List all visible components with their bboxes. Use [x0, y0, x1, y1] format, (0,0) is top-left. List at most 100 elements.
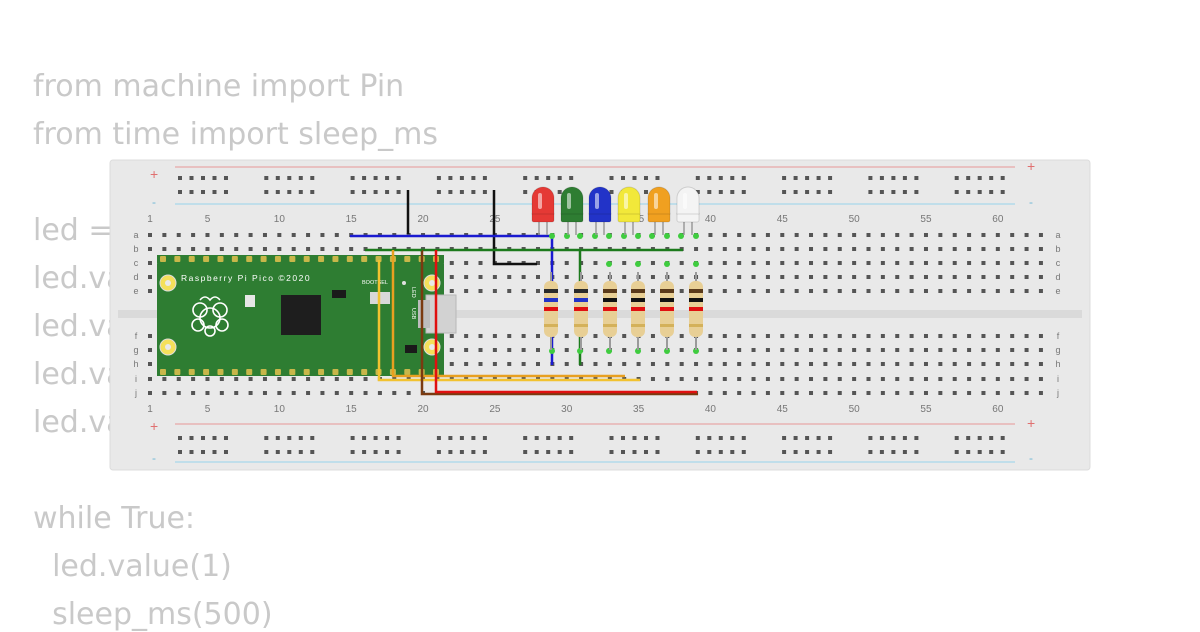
hole — [406, 391, 411, 395]
hole — [234, 391, 239, 395]
hole — [852, 261, 857, 265]
hole — [967, 362, 972, 366]
rail-hole — [459, 176, 464, 180]
hole — [593, 348, 598, 352]
row-label: h — [1055, 359, 1060, 369]
rail-hole — [178, 190, 182, 194]
hole — [837, 261, 842, 265]
hole — [277, 233, 282, 237]
hole — [967, 233, 972, 237]
hole — [981, 289, 986, 293]
rail-hole — [741, 176, 746, 180]
rail-hole — [805, 436, 810, 440]
hole — [191, 233, 196, 237]
row-label: e — [133, 286, 138, 296]
hole — [995, 377, 1000, 381]
rail-hole — [287, 436, 292, 440]
hole — [895, 261, 900, 265]
rail-hole — [200, 436, 205, 440]
hole — [952, 233, 957, 237]
row-label: j — [1056, 388, 1059, 398]
hole — [306, 391, 311, 395]
hole — [765, 247, 770, 251]
hole — [995, 289, 1000, 293]
hole — [464, 348, 469, 352]
header-pin — [188, 256, 195, 262]
center-channel — [118, 310, 1082, 318]
hole — [895, 289, 900, 293]
hole — [823, 275, 828, 279]
rail-hole — [482, 436, 487, 440]
hole — [909, 377, 914, 381]
rail-hole — [471, 450, 476, 454]
header-pin — [246, 369, 253, 375]
resistor-band — [544, 307, 558, 311]
hole — [809, 275, 814, 279]
hole — [1038, 247, 1043, 251]
hole — [449, 289, 454, 293]
hole — [751, 275, 756, 279]
hole — [1010, 334, 1015, 338]
rail-hole — [793, 436, 798, 440]
resistor-band — [574, 298, 588, 302]
rail-hole — [523, 436, 528, 440]
hole — [1010, 289, 1015, 293]
hole — [981, 348, 986, 352]
hole — [1010, 261, 1015, 265]
rail-hole — [782, 436, 787, 440]
rail-hole — [782, 190, 787, 194]
hole — [938, 391, 943, 395]
mounting-hole — [429, 280, 435, 286]
hole — [909, 391, 914, 395]
hole — [780, 391, 785, 395]
code-line: led.value(1) — [33, 549, 232, 584]
hole — [837, 275, 842, 279]
hole — [967, 348, 972, 352]
hole — [320, 377, 325, 381]
rail-hole — [793, 190, 798, 194]
leds — [531, 186, 700, 235]
header-pin — [361, 256, 368, 262]
rail-hole — [828, 190, 833, 194]
hole — [852, 247, 857, 251]
hole — [320, 391, 325, 395]
rail-hole — [362, 436, 367, 440]
connection-dot — [693, 261, 699, 267]
usb-housing — [418, 300, 430, 328]
hole — [234, 233, 239, 237]
rail-hole — [828, 436, 833, 440]
mounting-hole — [165, 280, 171, 286]
resistor-band — [660, 289, 674, 293]
rail-hole — [879, 176, 884, 180]
hole — [751, 348, 756, 352]
rail-hole — [482, 190, 487, 194]
header-pin — [174, 369, 181, 375]
hole — [1010, 362, 1015, 366]
hole — [895, 233, 900, 237]
hole — [751, 247, 756, 251]
header-pin — [318, 256, 325, 262]
rail-hole — [212, 190, 217, 194]
hole — [823, 247, 828, 251]
row-label: j — [134, 388, 137, 398]
hole — [981, 233, 986, 237]
rail-hole — [902, 190, 907, 194]
header-pin — [231, 369, 238, 375]
bootsel-label: BOOTSEL — [362, 280, 388, 286]
hole — [593, 275, 598, 279]
hole — [492, 348, 497, 352]
rail-hole — [954, 436, 959, 440]
hole — [995, 391, 1000, 395]
hole — [852, 348, 857, 352]
rail-hole — [655, 450, 660, 454]
hole — [722, 334, 727, 338]
hole — [1038, 377, 1043, 381]
rail-hole — [805, 450, 810, 454]
hole — [148, 348, 152, 352]
usb-label: USB — [410, 308, 416, 320]
wire-red — [434, 250, 697, 394]
hole — [708, 377, 713, 381]
rail-hole — [793, 176, 798, 180]
hole — [737, 362, 742, 366]
header-pin — [303, 256, 310, 262]
